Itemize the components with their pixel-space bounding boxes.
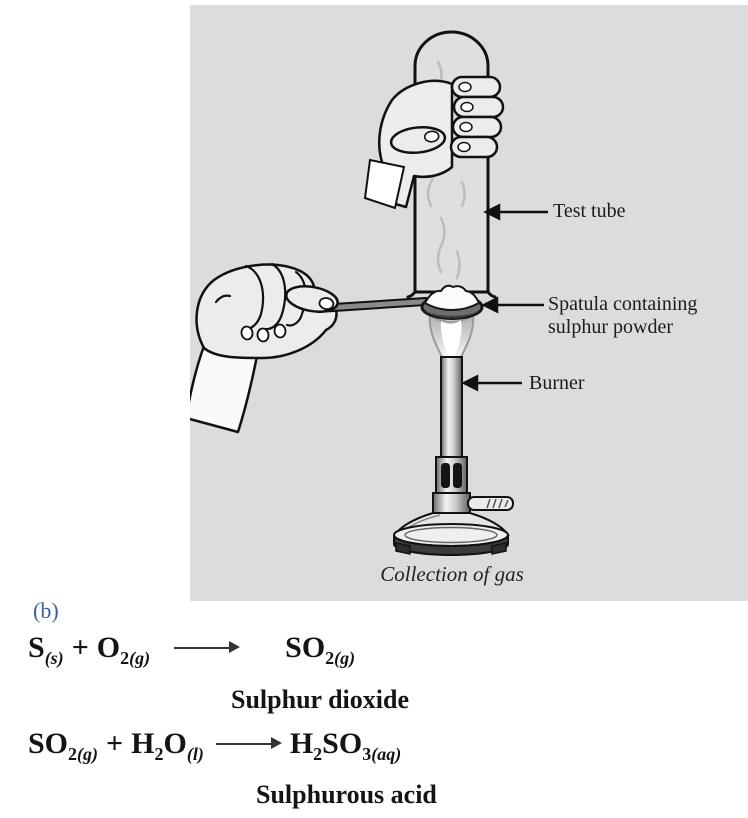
eq1-product: SO bbox=[285, 631, 326, 664]
figure-caption: Collection of gas bbox=[380, 562, 524, 586]
eq2-reactant1-state: (g) bbox=[77, 744, 99, 764]
eq2-reactant2b: O bbox=[163, 727, 187, 760]
eq1-reactant2: O bbox=[96, 631, 121, 664]
eq1-product-state: (g) bbox=[334, 648, 356, 668]
plus-sign: + bbox=[71, 631, 89, 664]
test-tube-label: Test tube bbox=[553, 200, 626, 222]
eq2-reactant1: SO bbox=[28, 727, 69, 760]
spatula-bowl-drawing bbox=[420, 284, 484, 320]
spatula-label-line2: sulphur powder bbox=[548, 316, 673, 338]
part-b-marker: (b) bbox=[33, 598, 59, 623]
eq1-reactant2-state: (g) bbox=[129, 648, 151, 668]
equation-1-product-name: Sulphur dioxide bbox=[231, 685, 410, 714]
burner-drawing bbox=[393, 356, 514, 556]
spatula-hand-thumb bbox=[285, 285, 339, 313]
wrapping-fingers bbox=[449, 75, 505, 159]
reaction-arrow-icon bbox=[215, 737, 282, 748]
equation-sulphur-dioxide: S(s)+O2(g)SO2(g) bbox=[28, 631, 356, 668]
tube-holding-hand-drawing bbox=[363, 75, 505, 210]
eq2-product-a-sub: 2 bbox=[313, 744, 323, 764]
test-tube-arrow-icon bbox=[483, 203, 548, 221]
eq2-product-b-state: (aq) bbox=[371, 744, 402, 764]
eq2-reactant1-sub: 2 bbox=[68, 744, 78, 764]
eq2-product-b: SO bbox=[322, 727, 363, 760]
eq2-reactant2a-sub: 2 bbox=[154, 744, 164, 764]
eq2-reactant2b-state: (l) bbox=[186, 744, 204, 764]
eq1-reactant2-sub: 2 bbox=[120, 648, 130, 668]
spatula-arrow-icon bbox=[481, 296, 544, 314]
burner-arrow-icon bbox=[461, 374, 522, 392]
gas-inlet-pipe bbox=[467, 496, 514, 511]
equation-2-product-name: Sulphurous acid bbox=[256, 780, 437, 809]
eq1-reactant1-state: (s) bbox=[44, 648, 64, 668]
eq2-product-b-sub: 3 bbox=[362, 744, 372, 764]
plus-sign: + bbox=[106, 727, 124, 760]
spatula-label-line1: Spatula containing bbox=[548, 293, 698, 315]
spatula-label: Spatula containing sulphur powder bbox=[548, 293, 697, 339]
burner-label: Burner bbox=[529, 372, 585, 394]
eq2-reactant2a: H bbox=[131, 727, 155, 760]
flame-drawing bbox=[428, 313, 475, 358]
thumb bbox=[389, 126, 447, 154]
experiment-diagram bbox=[190, 30, 548, 556]
equation-sulphurous-acid: SO2(g)+H2O(l)H2SO3(aq) bbox=[28, 727, 402, 764]
eq1-product-sub: 2 bbox=[325, 648, 335, 668]
eq2-product-a: H bbox=[289, 727, 314, 760]
sulphur-powder bbox=[424, 284, 480, 311]
reaction-arrow-icon bbox=[174, 641, 241, 652]
eq1-reactant1: S bbox=[28, 631, 45, 664]
